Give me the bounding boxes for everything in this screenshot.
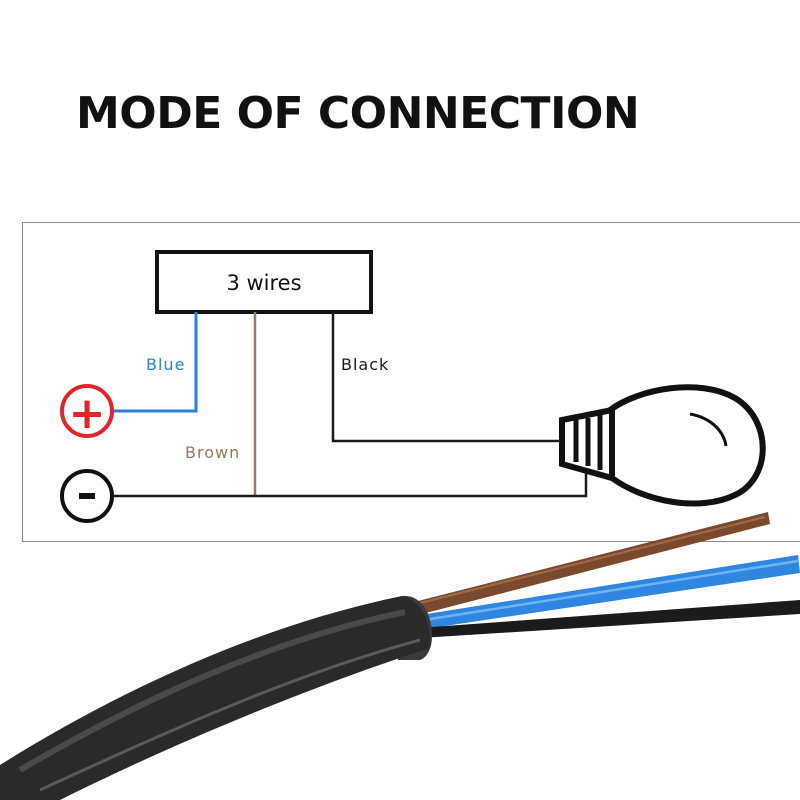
positive-symbol: + (69, 388, 106, 439)
cable-photo (0, 512, 800, 800)
black-wire (331, 312, 560, 443)
negative-terminal: - (60, 469, 114, 523)
blue-wire (113, 312, 198, 413)
blue-wire-label: Blue (146, 355, 185, 374)
wire-box-label: 3 wires (226, 271, 301, 295)
positive-terminal: + (60, 384, 114, 439)
black-wire-label: Black (341, 355, 389, 374)
wire-box: 3 wires (155, 250, 373, 314)
brown-wire-label: Brown (185, 443, 240, 462)
cable-blue-conductor (414, 555, 800, 630)
page-title: MODE OF CONNECTION (76, 88, 640, 139)
cable-jacket (0, 596, 431, 800)
negative-rail (113, 460, 588, 498)
cable-black-conductor (418, 600, 800, 638)
bulb-icon (559, 384, 766, 507)
